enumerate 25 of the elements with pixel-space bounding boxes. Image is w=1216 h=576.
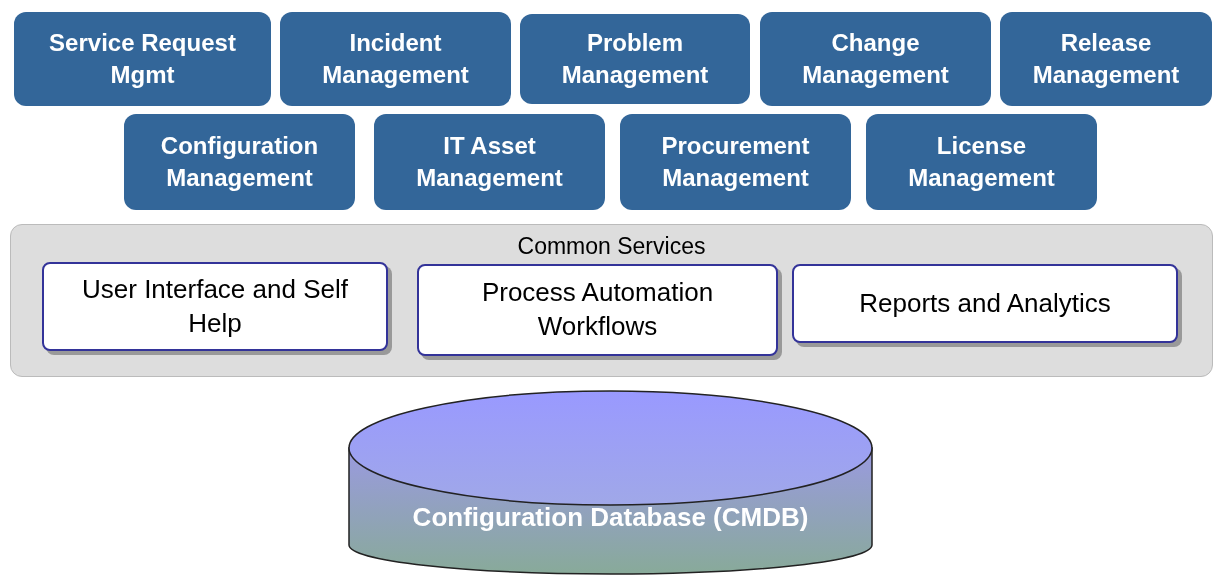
module-box [760, 12, 991, 106]
module-label: Problem Management [560, 27, 710, 90]
module-box [866, 114, 1097, 210]
module-label: Service Request Mgmt [48, 27, 237, 90]
module-label: IT Asset Management [415, 130, 564, 193]
module-box [1000, 12, 1212, 106]
module-label: Incident Management [321, 27, 470, 90]
database-cylinder [348, 390, 873, 575]
services-panel [10, 224, 1213, 377]
module-box [280, 12, 511, 106]
module-label: Change Management [801, 27, 950, 90]
module-label: Configuration Management [159, 130, 320, 193]
module-box [620, 114, 851, 210]
module-label: Procurement Management [660, 130, 811, 193]
panel-title: Common Services [517, 232, 706, 261]
module-label: License Management [907, 130, 1056, 193]
module-label: Release Management [1031, 27, 1181, 90]
module-box [520, 14, 750, 104]
module-box [374, 114, 605, 210]
module-box [14, 12, 271, 106]
database-label: Configuration Database (CMDB) [412, 501, 809, 534]
service-label: User Interface and Self Help [81, 272, 349, 340]
service-label: Process Automation Workflows [480, 276, 715, 343]
service-label: Reports and Analytics [859, 286, 1111, 320]
module-box [124, 114, 355, 210]
